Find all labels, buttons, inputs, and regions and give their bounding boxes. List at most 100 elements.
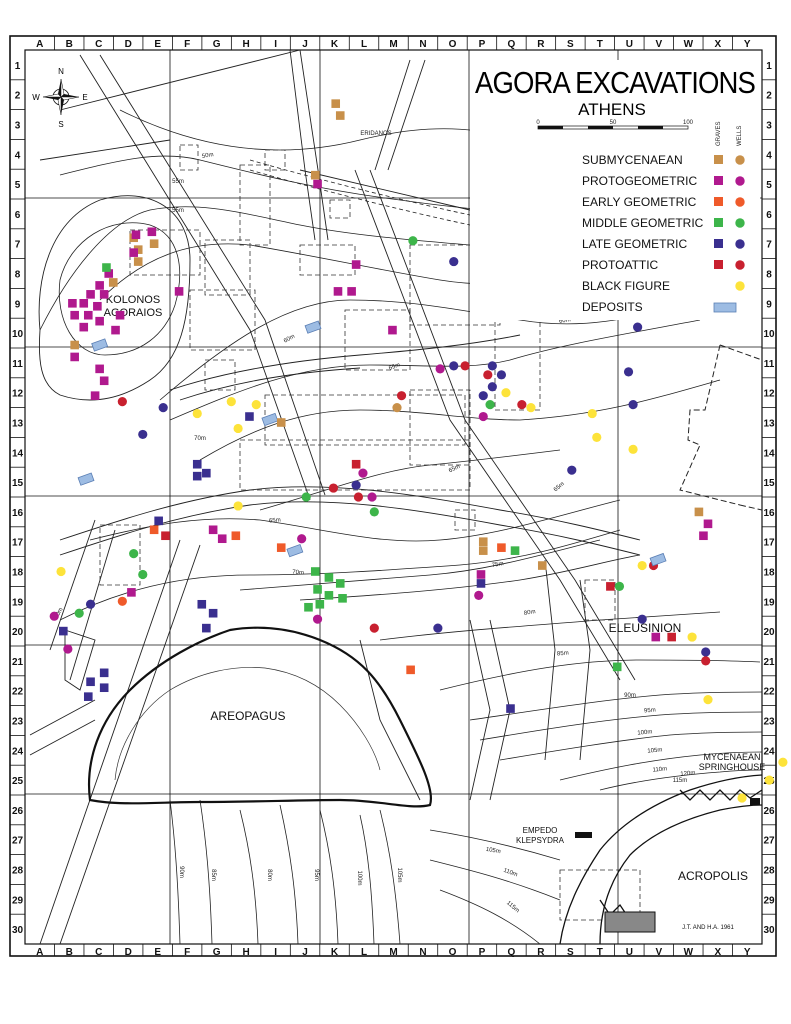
row-label-left-9: 9 bbox=[15, 299, 21, 310]
contour-label: ERIDANOS bbox=[360, 131, 391, 137]
grave-marker bbox=[68, 299, 77, 308]
row-label-right-26: 26 bbox=[763, 806, 775, 817]
grave-marker bbox=[70, 310, 79, 320]
deposit-marker bbox=[649, 552, 667, 567]
grave-marker bbox=[86, 677, 95, 687]
place-kolonos-1: KOLONOS bbox=[106, 294, 160, 306]
col-label-top-Q: Q bbox=[508, 39, 516, 50]
eastern-boundary bbox=[679, 344, 762, 511]
grave-marker bbox=[208, 608, 218, 618]
klepsydra-arrow-icon bbox=[575, 832, 592, 838]
well-marker bbox=[633, 322, 643, 332]
grave-marker bbox=[192, 471, 202, 481]
grave-marker bbox=[537, 561, 547, 570]
grave-marker bbox=[79, 322, 89, 332]
grave-marker bbox=[406, 665, 415, 675]
row-label-right-2: 2 bbox=[766, 91, 772, 102]
grave-marker bbox=[694, 507, 704, 517]
deposit-marker bbox=[77, 472, 95, 486]
col-label-top-O: O bbox=[449, 39, 457, 50]
legend-grave-swatch bbox=[714, 176, 723, 185]
grave-marker bbox=[208, 525, 218, 535]
grave-marker bbox=[99, 290, 109, 299]
col-label-top-N: N bbox=[419, 39, 426, 50]
row-label-left-19: 19 bbox=[12, 597, 24, 608]
col-label-top-B: B bbox=[66, 39, 73, 50]
grave-marker bbox=[59, 626, 68, 636]
well-marker bbox=[312, 614, 323, 624]
col-label-top-T: T bbox=[597, 39, 603, 50]
grave-marker bbox=[161, 531, 170, 541]
well-marker bbox=[587, 408, 597, 419]
grid-edge-ticks bbox=[10, 36, 776, 956]
col-label-bottom-J: J bbox=[302, 947, 308, 958]
row-label-left-1: 1 bbox=[15, 61, 21, 72]
grave-marker bbox=[197, 599, 207, 609]
grave-marker bbox=[99, 668, 109, 678]
row-label-left-28: 28 bbox=[12, 866, 24, 877]
col-label-bottom-K: K bbox=[331, 947, 339, 958]
grave-marker bbox=[70, 352, 79, 362]
legend-well-swatch bbox=[735, 281, 745, 291]
grave-marker bbox=[313, 585, 322, 594]
acropolis-slope bbox=[559, 774, 762, 944]
eridanos-stream bbox=[249, 159, 601, 236]
well-marker bbox=[74, 608, 84, 618]
contour-label: 55m bbox=[172, 208, 184, 214]
legend-grave-swatch bbox=[714, 197, 723, 206]
contour-label: 95m bbox=[644, 708, 656, 715]
well-marker bbox=[737, 793, 747, 803]
place-kolonos-2: AGORAIOS bbox=[104, 307, 163, 319]
col-label-top-K: K bbox=[331, 39, 339, 50]
well-marker bbox=[478, 391, 488, 401]
place-springhouse-1: MYCENAEAN bbox=[703, 752, 760, 762]
legend-grave-swatch bbox=[714, 218, 723, 227]
well-marker bbox=[592, 432, 602, 442]
col-label-top-C: C bbox=[95, 39, 102, 50]
row-label-left-14: 14 bbox=[12, 448, 24, 459]
well-marker bbox=[85, 599, 96, 609]
well-marker bbox=[129, 549, 139, 559]
row-label-left-30: 30 bbox=[12, 925, 24, 936]
col-label-bottom-W: W bbox=[684, 947, 694, 958]
col-label-bottom-H: H bbox=[242, 947, 249, 958]
well-marker bbox=[474, 590, 484, 600]
legend-well-swatch bbox=[735, 197, 745, 207]
col-label-top-V: V bbox=[655, 39, 662, 50]
deposit-marker bbox=[286, 543, 304, 558]
row-label-right-3: 3 bbox=[766, 121, 772, 132]
col-label-top-G: G bbox=[213, 39, 221, 50]
row-labels-right: 1234567891011121314151617181920212223242… bbox=[763, 61, 775, 936]
col-label-bottom-C: C bbox=[95, 947, 102, 958]
grave-marker bbox=[476, 579, 486, 588]
row-label-right-12: 12 bbox=[763, 389, 775, 400]
grave-marker bbox=[651, 632, 661, 642]
grave-marker bbox=[347, 287, 356, 296]
row-label-right-15: 15 bbox=[763, 478, 775, 489]
legend-deposit-swatch bbox=[713, 302, 737, 313]
grave-marker bbox=[276, 418, 286, 427]
row-label-left-25: 25 bbox=[12, 776, 24, 787]
contour-label: 90m bbox=[178, 866, 184, 878]
grave-marker bbox=[324, 591, 334, 600]
well-marker bbox=[369, 507, 379, 517]
row-label-left-27: 27 bbox=[12, 836, 24, 847]
well-marker bbox=[367, 492, 377, 502]
place-eleusinion: ELEUSINION bbox=[609, 621, 682, 635]
row-label-left-11: 11 bbox=[12, 359, 23, 370]
contour-label: 100m bbox=[356, 870, 362, 885]
kolonos-hill-inner bbox=[58, 222, 181, 356]
row-label-right-24: 24 bbox=[763, 746, 775, 757]
grave-marker bbox=[510, 546, 520, 555]
grave-marker bbox=[93, 301, 102, 311]
grave-marker bbox=[478, 546, 488, 555]
col-label-top-X: X bbox=[714, 39, 721, 50]
grave-marker bbox=[174, 287, 184, 296]
well-marker bbox=[687, 632, 697, 642]
well-marker bbox=[483, 370, 493, 380]
contour-label: 100m bbox=[637, 729, 652, 736]
col-label-bottom-B: B bbox=[66, 947, 73, 958]
grave-marker bbox=[149, 525, 159, 535]
well-marker bbox=[701, 647, 711, 657]
